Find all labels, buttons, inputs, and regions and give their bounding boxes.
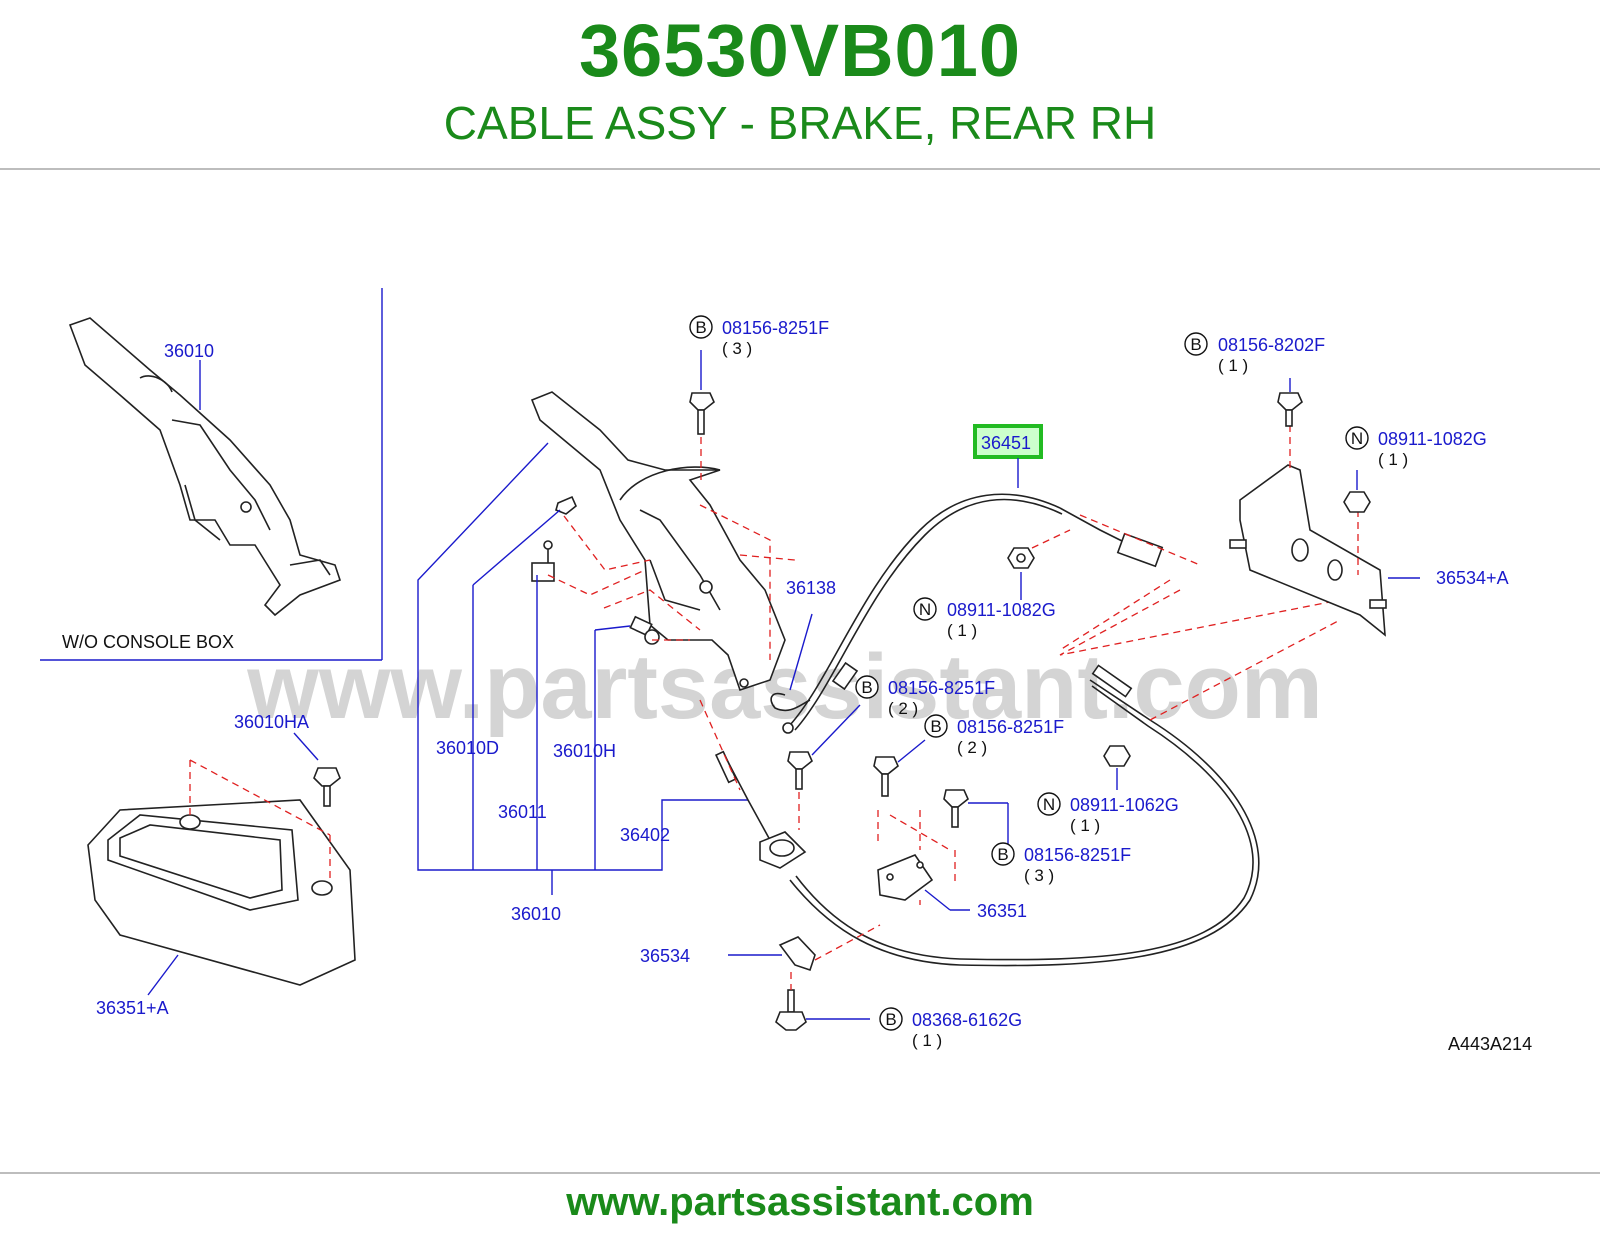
front-cable-36402[interactable] (714, 750, 807, 869)
bolt-08156-8251F-b[interactable] (873, 756, 899, 797)
svg-text:B: B (930, 717, 941, 736)
label-36534[interactable]: 36534 (640, 946, 690, 966)
label-36010[interactable]: 36010 (511, 904, 561, 924)
leader-bolt-b (897, 739, 926, 763)
watermark-text: www.partsassistant.com (246, 636, 1322, 738)
bolt-08156-8251F-lower[interactable] (943, 789, 969, 828)
nut-08911-1082G-left[interactable] (1007, 547, 1035, 569)
leader-bolt-a (811, 704, 861, 756)
dash-long-cable (1059, 589, 1341, 721)
footer-url-link[interactable]: www.partsassistant.com (566, 1180, 1034, 1224)
dash-36534 (814, 924, 881, 961)
svg-text:( 3 ): ( 3 ) (1024, 866, 1054, 885)
callout-08911-1062G[interactable]: N 08911-1062G ( 1 ) (1037, 792, 1179, 835)
inset-handbrake-lever[interactable] (68, 317, 342, 617)
svg-text:N: N (1043, 795, 1055, 814)
svg-text:( 1 ): ( 1 ) (947, 621, 977, 640)
label-36010D[interactable]: 36010D (436, 738, 499, 758)
dash-console-bolt (189, 759, 331, 880)
callout-08156-8251F-top[interactable]: B 08156-8251F ( 3 ) (689, 315, 829, 358)
parts-diagram: www.partsassistant.com 36010 W/O CONSOLE… (0, 270, 1600, 1080)
bracket-36534A[interactable] (1229, 464, 1387, 637)
dash-front-cable (699, 699, 741, 791)
dash-bracket (1289, 425, 1359, 575)
callout-08911-1082G-right[interactable]: N 08911-1082G ( 1 ) (1345, 426, 1487, 469)
label-36402[interactable]: 36402 (620, 825, 670, 845)
label-36138[interactable]: 36138 (786, 578, 836, 598)
callout-08156-8251F-a[interactable]: B 08156-8251F ( 2 ) (855, 675, 995, 718)
svg-text:08156-8251F: 08156-8251F (888, 678, 995, 698)
svg-text:( 1 ): ( 1 ) (1070, 816, 1100, 835)
svg-text:( 1 ): ( 1 ) (1218, 356, 1248, 375)
svg-text:B: B (885, 1010, 896, 1029)
long-rear-cable[interactable] (789, 664, 1260, 967)
svg-text:B: B (997, 845, 1008, 864)
bolt-36010HA[interactable] (313, 767, 341, 807)
svg-text:N: N (1351, 429, 1363, 448)
bracket-36534[interactable] (778, 936, 816, 972)
label-36010HA[interactable]: 36010HA (234, 712, 309, 732)
svg-text:08156-8251F: 08156-8251F (1024, 845, 1131, 865)
inset-frame (40, 288, 383, 661)
label-36451[interactable]: 36451 (981, 433, 1031, 453)
header-divider (0, 168, 1600, 170)
clip-36138[interactable] (770, 692, 811, 712)
leader-36351A (147, 954, 179, 996)
label-36351[interactable]: 36351 (977, 901, 1027, 921)
console-box[interactable] (87, 799, 356, 986)
label-36351A[interactable]: 36351+A (96, 998, 169, 1018)
nut-08911-1082G-right[interactable] (1343, 491, 1371, 513)
bolt-08156-8251F-top[interactable] (689, 392, 715, 435)
label-36534A[interactable]: 36534+A (1436, 568, 1509, 588)
svg-text:08156-8202F: 08156-8202F (1218, 335, 1325, 355)
svg-text:08911-1082G: 08911-1082G (1378, 429, 1487, 449)
dash-lever-parts (547, 504, 796, 660)
bolt-08368-6162G[interactable] (775, 989, 807, 1031)
inset-caption: W/O CONSOLE BOX (62, 632, 234, 652)
main-handbrake-lever[interactable] (530, 391, 786, 692)
callout-08156-8251F-b[interactable]: B 08156-8251F ( 2 ) (924, 714, 1064, 757)
callout-08156-8202F[interactable]: B 08156-8202F ( 1 ) (1184, 332, 1325, 375)
highlight-box-36451 (973, 424, 1043, 459)
leader-36351 (924, 889, 951, 911)
callout-08156-8251F-lower[interactable]: B 08156-8251F ( 3 ) (991, 842, 1131, 885)
svg-text:08911-1062G: 08911-1062G (1070, 795, 1179, 815)
callout-08911-1082G-left[interactable]: N 08911-1082G ( 1 ) (913, 597, 1056, 640)
svg-text:B: B (695, 318, 706, 337)
svg-text:B: B (861, 678, 872, 697)
dash-nut-left (1031, 514, 1201, 651)
callout-08368-6162G[interactable]: B 08368-6162G ( 1 ) (879, 1007, 1022, 1050)
label-36011[interactable]: 36011 (498, 802, 547, 822)
clip-36011[interactable] (555, 495, 577, 515)
leader-36138 (789, 613, 813, 691)
svg-text:( 2 ): ( 2 ) (957, 738, 987, 757)
svg-text:( 1 ): ( 1 ) (1378, 450, 1408, 469)
svg-text:N: N (919, 600, 931, 619)
part-description: CABLE ASSY - BRAKE, REAR RH (443, 97, 1157, 149)
svg-text:08156-8251F: 08156-8251F (957, 717, 1064, 737)
svg-text:( 2 ): ( 2 ) (888, 699, 918, 718)
leader-36010HA (293, 732, 319, 761)
svg-text:B: B (1190, 335, 1201, 354)
svg-text:08911-1082G: 08911-1082G (947, 600, 1056, 620)
part-number-title: 36530VB010 (578, 9, 1022, 92)
plate-36351[interactable] (877, 854, 934, 901)
footer-divider (0, 1172, 1600, 1174)
svg-text:08368-6162G: 08368-6162G (912, 1010, 1022, 1030)
svg-text:08156-8251F: 08156-8251F (722, 318, 829, 338)
svg-text:( 1 ): ( 1 ) (912, 1031, 942, 1050)
rear-cable-36451[interactable] (782, 493, 1164, 734)
label-36010H[interactable]: 36010H (553, 741, 616, 761)
bolt-08156-8202F[interactable] (1277, 392, 1303, 427)
diagram-svg: www.partsassistant.com 36010 W/O CONSOLE… (40, 288, 1532, 1054)
clip-36010H[interactable] (531, 540, 555, 582)
page-header: 36530VB010 CABLE ASSY - BRAKE, REAR RH (0, 0, 1600, 170)
bolt-08156-8251F-a[interactable] (787, 751, 813, 790)
leader-tree-36010 (417, 442, 748, 895)
dash-plate (877, 810, 956, 905)
nut-08911-1062G[interactable] (1103, 745, 1131, 767)
label-36010-inset[interactable]: 36010 (164, 341, 214, 361)
svg-text:( 3 ): ( 3 ) (722, 339, 752, 358)
diagram-code: A443A214 (1448, 1034, 1532, 1054)
